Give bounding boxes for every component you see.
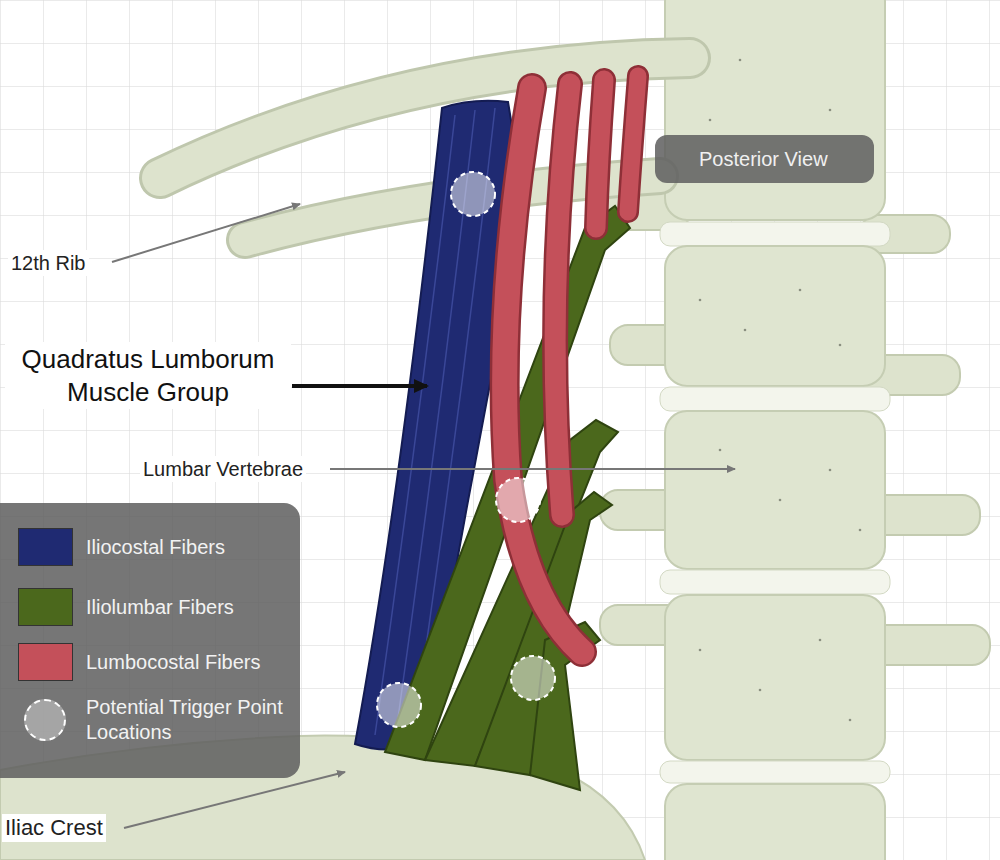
lumbocostal-fibers [505, 76, 638, 652]
part-label: 12th Rib [8, 250, 89, 276]
legend-circle-sample [24, 699, 66, 741]
part-label: Iliac Crest [2, 814, 106, 842]
legend-text: Potential Trigger Point Locations [86, 695, 286, 745]
vertebral-column [660, 0, 890, 860]
transverse-processes [600, 190, 990, 665]
legend-text: Iliolumbar Fibers [86, 595, 286, 620]
group-label: Quadratus Lumborum Muscle Group [5, 342, 291, 409]
part-label: Lumbar Vertebrae [140, 456, 306, 482]
legend-swatch [18, 588, 73, 626]
trigger-points [377, 172, 555, 727]
legend-text: Lumbocostal Fibers [86, 650, 286, 675]
view-badge: Posterior View [655, 135, 874, 183]
legend-swatch [18, 528, 73, 566]
legend-text: Iliocostal Fibers [86, 535, 286, 560]
badge-text: Posterior View [699, 147, 830, 171]
legend-swatch [18, 643, 73, 681]
